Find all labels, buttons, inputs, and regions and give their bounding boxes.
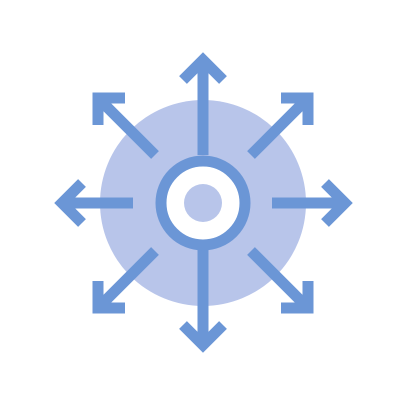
arrow-up-right-icon: [247, 92, 314, 159]
arrow-down-icon: [179, 250, 227, 353]
arrow-down-right-icon: [247, 247, 314, 314]
center-dot: [184, 184, 222, 222]
arrow-down-left-icon: [92, 247, 159, 314]
arrow-up-left-icon: [92, 92, 159, 159]
arrow-up-icon: [179, 52, 227, 155]
arrow-right-icon: [272, 179, 353, 227]
arrows-group: [54, 52, 353, 353]
arrow-left-icon: [54, 179, 133, 227]
